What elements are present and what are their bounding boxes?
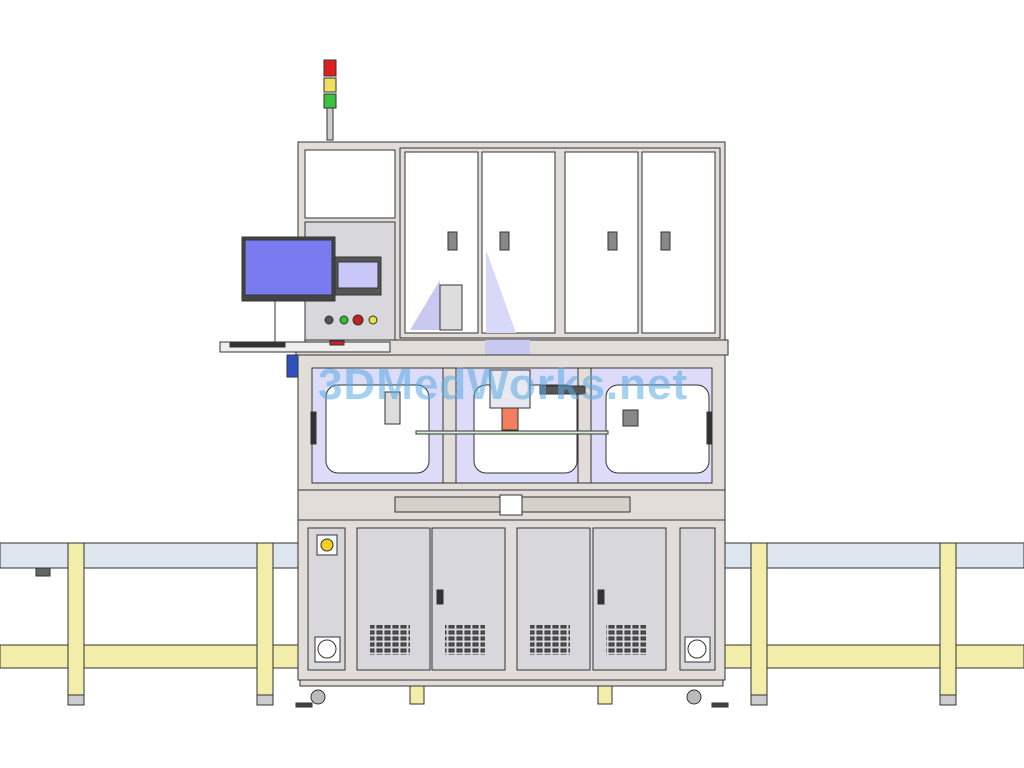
leveling-foot <box>939 694 957 706</box>
right-conveyor <box>724 542 1024 706</box>
right-conveyor-leg <box>939 542 957 696</box>
base-rail <box>299 679 724 687</box>
chamber-handle <box>310 411 317 445</box>
pneumatic-cylinder <box>539 385 586 395</box>
leveling-foot <box>750 694 768 706</box>
cabinet-door <box>564 151 639 334</box>
left-conveyor-leg <box>256 542 274 696</box>
signal-tower <box>323 59 337 141</box>
hmi-screen <box>337 261 379 289</box>
door-lock <box>436 589 444 605</box>
leveling-foot <box>256 694 274 706</box>
caster-wheel <box>686 689 702 705</box>
upper-cabinet <box>295 141 729 356</box>
leveling-foot <box>295 702 313 708</box>
caster-wheel <box>310 689 326 705</box>
control-button-start <box>339 315 349 325</box>
signal-light-green <box>323 93 337 109</box>
chamber-handle <box>706 411 713 445</box>
leveling-foot <box>67 694 85 706</box>
bracket <box>499 494 523 516</box>
cabinet-door <box>641 151 716 334</box>
leveling-foot <box>409 685 425 705</box>
control-button-reset <box>368 315 378 325</box>
chamber-divider <box>442 367 457 484</box>
signal-light-red <box>323 59 337 77</box>
signal-light-yellow <box>323 77 337 93</box>
watermark: 3DMedWorks.net <box>318 360 689 409</box>
right-conveyor-leg <box>750 542 768 696</box>
door-handle <box>607 231 618 251</box>
cable-connector <box>286 354 300 378</box>
work-chamber <box>297 354 726 491</box>
control-button <box>324 315 334 325</box>
chamber-window-left <box>325 384 430 474</box>
door-lock <box>597 589 605 605</box>
upper-left-panel <box>304 149 396 219</box>
leveling-foot <box>711 702 729 708</box>
linear-actuator <box>439 284 463 331</box>
dispensing-nozzle <box>501 407 519 431</box>
emergency-stop-button <box>352 314 364 326</box>
monitor-stand <box>274 299 306 343</box>
mouse <box>329 340 345 346</box>
lower-cabinet <box>295 489 729 708</box>
left-conveyor <box>0 542 299 706</box>
signal-tower-pole <box>326 107 334 141</box>
gripper-block <box>384 391 401 425</box>
inner-mechanism-shadow <box>485 340 530 355</box>
left-conveyor-lower-rail <box>0 644 299 669</box>
leveling-foot <box>597 685 613 705</box>
keyboard-tray <box>219 341 391 353</box>
conveyor-motor <box>35 567 51 577</box>
fan-grille <box>317 639 337 659</box>
power-switch-knob <box>320 538 334 552</box>
left-conveyor-leg <box>67 542 85 696</box>
fan-grille <box>687 639 707 659</box>
ventilation-slots <box>370 625 646 655</box>
door-handle <box>447 231 458 251</box>
left-conveyor-belt <box>0 542 299 569</box>
right-conveyor-lower-rail <box>724 644 1024 669</box>
glass-plate <box>415 430 609 435</box>
inner-mechanism-shadow <box>410 280 440 330</box>
right-conveyor-belt <box>724 542 1024 569</box>
inner-mechanism-shadow <box>486 250 516 333</box>
keyboard <box>229 342 286 348</box>
operator-station <box>219 236 391 378</box>
chamber-divider <box>577 367 592 484</box>
door-handle <box>660 231 671 251</box>
door-handle <box>499 231 510 251</box>
monitor-screen <box>244 239 333 296</box>
sensor-block <box>622 409 639 427</box>
